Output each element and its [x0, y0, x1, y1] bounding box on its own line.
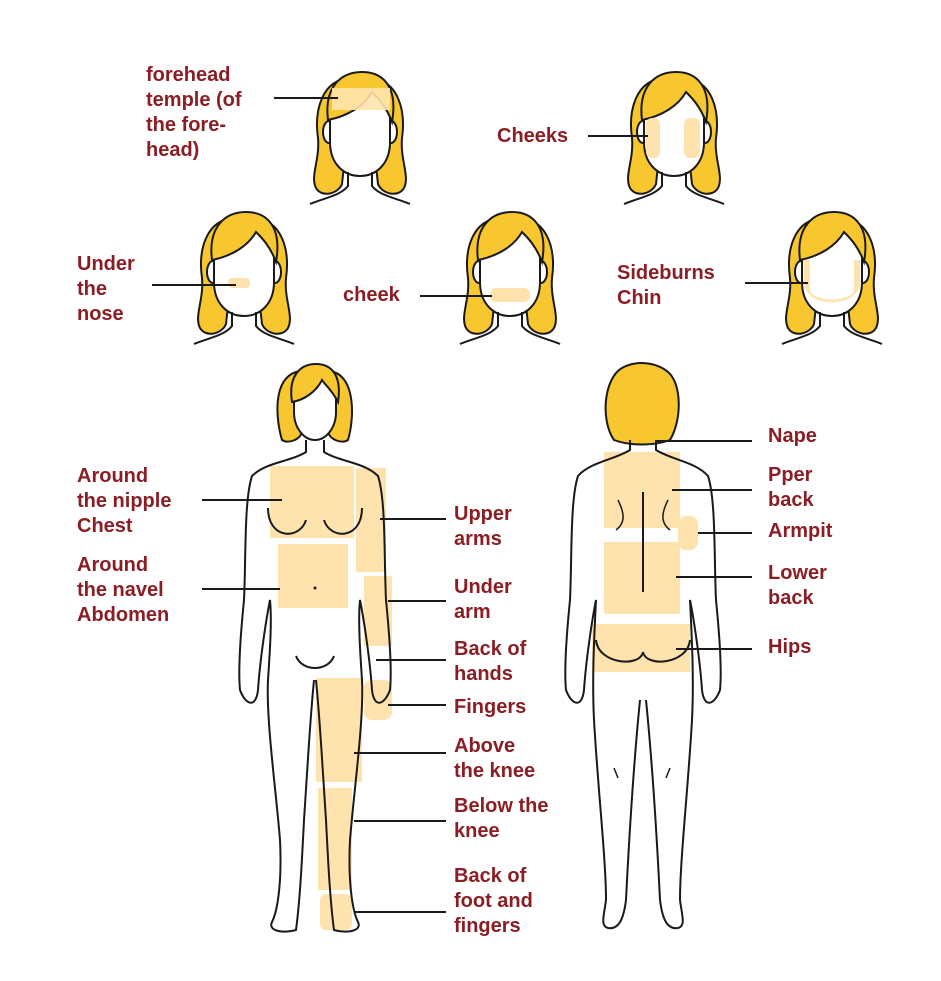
label-under-arm: Under arm	[454, 576, 512, 623]
cheek-highlight-left	[646, 118, 660, 158]
label-hips: Hips	[768, 636, 812, 658]
label-lower-back: Lower back	[768, 562, 827, 609]
head-sideburns	[781, 211, 883, 345]
under-nose-highlight	[228, 278, 250, 288]
chin-highlight	[490, 288, 530, 302]
front-body-figure	[238, 362, 392, 933]
label-fingers: Fingers	[454, 696, 527, 718]
label-upper-arms: Upper arms	[454, 503, 512, 550]
head-under-nose	[193, 211, 295, 345]
sideburn-highlight	[804, 260, 860, 303]
back-body-figure	[564, 362, 722, 930]
head-forehead	[309, 71, 411, 205]
label-foot-fingers: Back of foot and fingers	[454, 865, 533, 937]
label-cheek: cheek	[343, 284, 400, 306]
label-cheeks: Cheeks	[497, 125, 569, 147]
thigh-highlight	[316, 678, 362, 782]
label-nipple-chest: Around the nipple Chest	[77, 465, 172, 537]
head-cheek	[459, 211, 561, 345]
label-under-nose: Under the nose	[77, 253, 135, 325]
label-navel-abdomen: Around the navel Abdomen	[77, 554, 170, 626]
hips-highlight	[592, 624, 690, 672]
label-back-of-hands: Back of hands	[454, 638, 527, 685]
label-forehead: forehead temple (of the fore- head)	[146, 64, 242, 161]
label-armpit: Armpit	[768, 520, 833, 542]
shin-highlight	[318, 788, 352, 890]
abdomen-highlight	[278, 544, 348, 608]
armpit-highlight	[678, 516, 698, 550]
label-below-knee: Below the knee	[454, 795, 549, 842]
label-above-knee: Above the knee	[454, 735, 536, 782]
hand-highlight	[364, 680, 392, 720]
forehead-highlight	[332, 88, 390, 110]
cheek-highlight-right	[684, 118, 700, 158]
head-cheeks	[623, 71, 725, 205]
foot-highlight	[320, 894, 352, 930]
label-upper-back: Pper back	[768, 464, 814, 511]
label-sideburns-chin: Sideburns Chin	[617, 262, 715, 309]
label-nape: Nape	[768, 425, 817, 447]
chest-highlight	[270, 466, 354, 538]
